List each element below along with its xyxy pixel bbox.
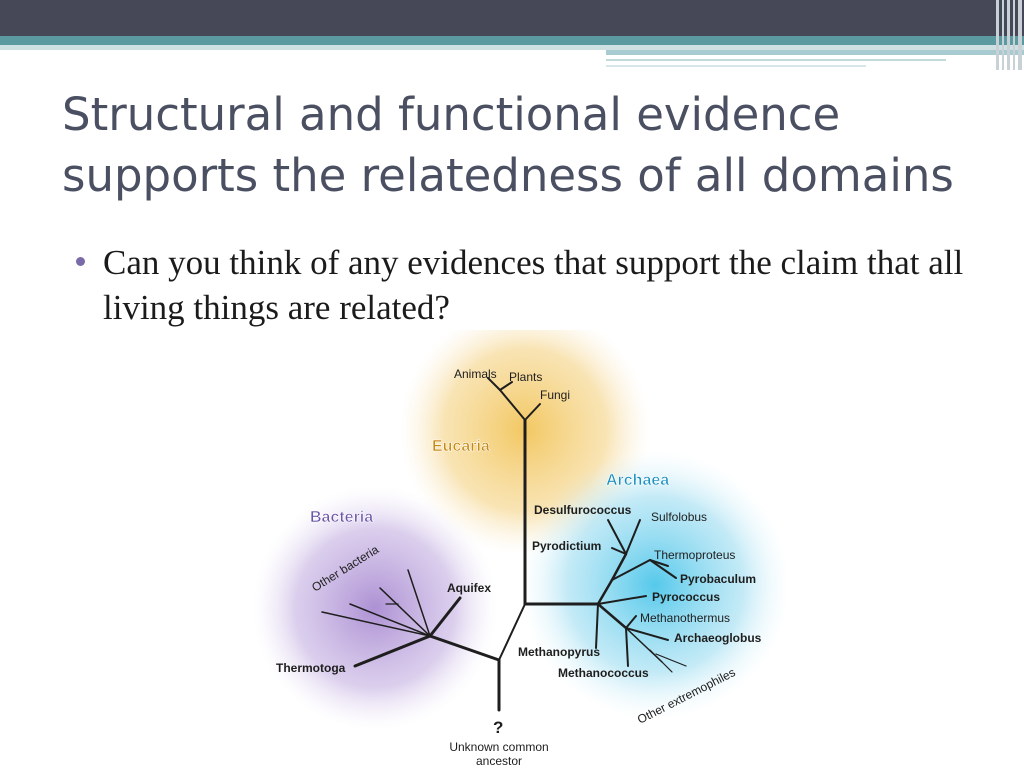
bullet-item: Can you think of any evidences that supp… xyxy=(76,240,976,330)
corner-stripes xyxy=(994,0,1024,70)
top-bar-dark xyxy=(0,0,1024,36)
pyrodictium-twig xyxy=(611,547,627,555)
fungi-branch xyxy=(524,403,541,421)
other-bacteria-branch-4 xyxy=(321,611,431,637)
methanopyrus-label: Methanopyrus xyxy=(518,645,600,659)
root-label-line1: Unknown common xyxy=(449,740,548,754)
bullet-dot-icon xyxy=(76,257,85,266)
fungi-label: Fungi xyxy=(540,388,570,402)
top-bar-light xyxy=(0,45,1024,50)
bacteria-halo xyxy=(255,486,497,730)
methanothermus-label: Methanothermus xyxy=(640,611,730,625)
slide-title: Structural and functional evidence suppo… xyxy=(62,88,954,202)
plants-label: Plants xyxy=(509,370,542,384)
root-to-bacteria-branch xyxy=(428,634,501,662)
eucaria-fork xyxy=(499,389,526,421)
sulfolobus-label: Sulfolobus xyxy=(651,510,707,524)
domain-labels: Eucaria Archaea Bacteria xyxy=(310,438,670,527)
other-bacteria-branch-1 xyxy=(407,569,431,637)
other-bacteria-branch-2 xyxy=(379,587,431,637)
lower-archaea-branch xyxy=(596,602,628,630)
extremophiles-twig-1 xyxy=(649,649,673,673)
aquifex-label: Aquifex xyxy=(447,581,491,595)
tree-branches xyxy=(321,377,687,712)
desulfurococcus-branch xyxy=(607,519,627,555)
root-question-mark: ? xyxy=(493,718,503,737)
methanococcus-label: Methanococcus xyxy=(558,666,649,680)
extremophiles-twig-2 xyxy=(655,653,687,667)
eucaria-label: Eucaria xyxy=(432,438,490,455)
bullet-text: Can you think of any evidences that supp… xyxy=(103,243,964,327)
top-bar-lines xyxy=(606,50,1024,70)
sulfolobus-branch xyxy=(625,519,641,555)
bacteria-label: Bacteria xyxy=(310,509,373,526)
top-bar-teal xyxy=(0,36,1024,45)
aquifex-branch xyxy=(428,596,462,638)
pyrodictium-label: Pyrodictium xyxy=(532,539,601,553)
other-bacteria-branch-3 xyxy=(349,603,431,637)
phylogenetic-tree-diagram: Eucaria Archaea Bacteria Animals Plants … xyxy=(255,330,785,768)
plants-branch xyxy=(499,381,513,391)
root-to-archaea-branch xyxy=(498,603,526,661)
pyrobaculum-branch xyxy=(649,559,677,579)
archaea-halo xyxy=(520,450,785,720)
archaeoglobus-branch xyxy=(625,627,669,641)
pyrobaculum-label: Pyrobaculum xyxy=(680,572,756,586)
bullet-list: Can you think of any evidences that supp… xyxy=(76,240,976,330)
upper-archaea-branch xyxy=(596,578,614,606)
desulfurococcus-label: Desulfurococcus xyxy=(534,503,632,517)
methanococcus-branch xyxy=(625,627,629,667)
thermotoga-label: Thermotoga xyxy=(276,661,346,675)
thermoproteus-branch xyxy=(611,559,651,581)
animals-label: Animals xyxy=(454,367,497,381)
methanopyrus-branch xyxy=(595,603,599,649)
thermoproteus-label: Thermoproteus xyxy=(654,548,735,562)
pyrococcus-label: Pyrococcus xyxy=(652,590,720,604)
thermo-pyro-twig xyxy=(649,559,669,567)
methanothermus-branch xyxy=(625,615,637,629)
archaea-label: Archaea xyxy=(606,472,669,489)
animals-branch xyxy=(487,377,501,391)
root-label-line2: ancestor xyxy=(476,754,522,768)
pyrococcus-branch xyxy=(597,595,647,605)
archaeoglobus-label: Archaeoglobus xyxy=(674,631,762,645)
pyrodictium-branch xyxy=(610,552,628,582)
thermotoga-branch xyxy=(353,634,432,668)
